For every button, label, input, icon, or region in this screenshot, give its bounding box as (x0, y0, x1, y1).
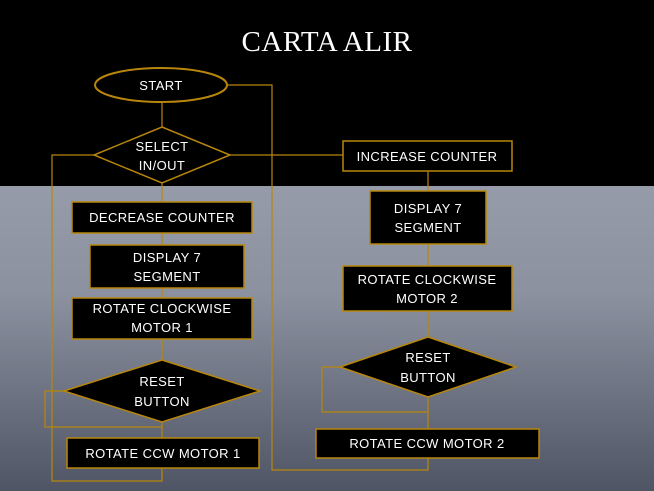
reset-button-right-decision: RESET BUTTON (337, 336, 519, 398)
display-segment-left-box: DISPLAY 7 SEGMENT (89, 244, 245, 289)
rotate-cw2-line-2: MOTOR 2 (396, 291, 458, 306)
rotate-cw1-line-1: ROTATE CLOCKWISE (93, 301, 232, 316)
rotate-ccw-motor2-box: ROTATE CCW MOTOR 2 (315, 428, 540, 459)
reset-right-line-1: RESET (405, 350, 450, 365)
connector-reset-right-loop (321, 366, 428, 413)
display-left-line-2: SEGMENT (133, 269, 200, 284)
select-line-1: SELECT (136, 139, 189, 154)
rotate-clockwise-motor2-box: ROTATE CLOCKWISE MOTOR 2 (342, 265, 513, 312)
increase-counter-box: INCREASE COUNTER (342, 140, 513, 172)
rotate-ccw2-label: ROTATE CCW MOTOR 2 (349, 436, 504, 451)
display-segment-right-box: DISPLAY 7 SEGMENT (369, 190, 487, 245)
connectors (44, 84, 429, 482)
display-right-line-2: SEGMENT (394, 220, 461, 235)
rotate-clockwise-motor1-box: ROTATE CLOCKWISE MOTOR 1 (71, 297, 253, 340)
display-right-line-1: DISPLAY 7 (394, 201, 462, 216)
reset-left-line-2: BUTTON (134, 394, 190, 409)
start-label: START (139, 78, 182, 93)
start-node: START (94, 67, 228, 103)
connector-reset-left-loop (44, 390, 162, 428)
decrease-counter-box: DECREASE COUNTER (71, 201, 253, 234)
slide-title: CARTA ALIR (241, 26, 413, 58)
select-line-2: IN/OUT (139, 158, 185, 173)
rotate-cw1-line-2: MOTOR 1 (131, 320, 193, 335)
reset-right-line-2: BUTTON (400, 370, 456, 385)
decrease-counter-label: DECREASE COUNTER (89, 210, 235, 225)
connector-left-loop (51, 154, 163, 482)
rotate-ccw-motor1-box: ROTATE CCW MOTOR 1 (66, 437, 260, 469)
reset-left-line-1: RESET (139, 374, 184, 389)
reset-button-left-decision: RESET BUTTON (61, 359, 263, 423)
connector-start-right (228, 84, 429, 471)
select-inout-decision: SELECT IN/OUT (92, 126, 232, 184)
increase-counter-label: INCREASE COUNTER (357, 149, 498, 164)
rotate-ccw1-label: ROTATE CCW MOTOR 1 (85, 446, 240, 461)
rotate-cw2-line-1: ROTATE CLOCKWISE (358, 272, 497, 287)
display-left-line-1: DISPLAY 7 (133, 250, 201, 265)
